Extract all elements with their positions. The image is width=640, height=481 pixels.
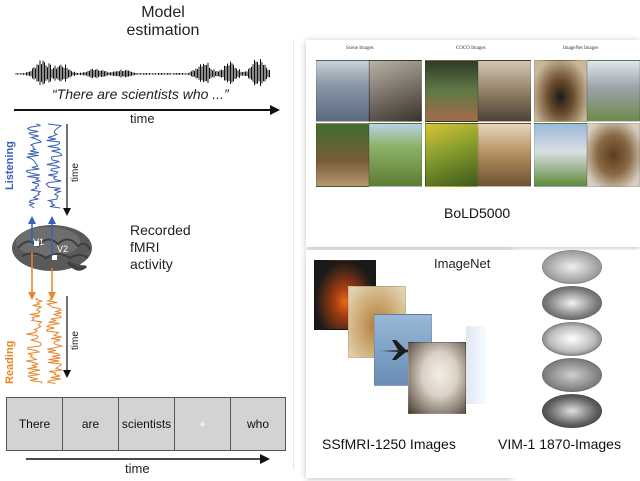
ssfmri-panel: ImageNet SSfMRI-1250 Images	[306, 250, 512, 478]
vim-image-swimmer	[542, 394, 602, 428]
vim-image-animal	[542, 358, 602, 392]
header-imagenet: ImageNet Images	[563, 46, 599, 51]
vim1-panel: VIM-1 1870-Images	[492, 250, 640, 478]
listening-label: Listening	[4, 141, 16, 190]
model-estimation-title: Model estimation	[108, 4, 218, 40]
title-line-2: estimation	[126, 22, 200, 39]
word-box-4: +	[174, 397, 231, 451]
time-label-bottom: time	[125, 461, 150, 476]
coco-image-bakery	[478, 123, 531, 187]
ssfmri-caption: SSfMRI-1250 Images	[322, 436, 456, 452]
coco-image-tennis	[425, 60, 478, 122]
recorded-fmri-label: Recorded fMRI activity	[130, 222, 191, 273]
vim-image-statue	[542, 286, 602, 320]
word-box-1: There	[6, 397, 63, 451]
audio-waveform	[14, 58, 280, 115]
vim-image-airplane	[542, 250, 602, 284]
time-label-reading: time	[70, 331, 81, 350]
time-arrow-bottom	[26, 454, 270, 464]
vertical-divider	[293, 40, 294, 470]
title-line-1: Model	[141, 4, 185, 21]
imagenet-label: ImageNet	[434, 256, 491, 271]
sentence-quote: “There are scientists who ...”	[52, 86, 229, 102]
scene-image-kitchen	[369, 60, 422, 122]
recorded-line-3: activity	[130, 256, 173, 272]
ssfmri-image-llama	[408, 342, 466, 414]
reading-label: Reading	[4, 340, 16, 384]
recorded-line-2: fMRI	[130, 239, 160, 255]
imagenet-image-bird	[587, 123, 640, 187]
brain-v2-label: V2	[57, 244, 69, 254]
listening-fmri-trace	[25, 123, 71, 216]
word-box-3: scientists	[118, 397, 175, 451]
scene-image-airplane-interior	[316, 60, 369, 122]
coco-image-fruit	[425, 123, 478, 187]
imagenet-image-observatory	[534, 123, 587, 187]
time-label-listening: time	[70, 163, 81, 182]
scene-image-playground	[316, 123, 369, 187]
reading-fmri-trace	[26, 296, 71, 384]
imagenet-image-teacup	[534, 60, 587, 122]
time-label-top: time	[130, 111, 155, 126]
coco-image-room	[478, 60, 531, 122]
bold5000-panel: Scene Images COCO Images ImageNet Images…	[306, 40, 640, 247]
recorded-line-1: Recorded	[130, 222, 191, 238]
vim-caption: VIM-1 1870-Images	[498, 436, 621, 452]
word-box-2: are	[62, 397, 119, 451]
scene-image-vineyard	[369, 123, 422, 187]
projection-shape	[466, 326, 486, 404]
word-box-5: who	[230, 397, 286, 451]
imagenet-image-husky	[587, 60, 640, 122]
vim-image-car	[542, 322, 602, 356]
header-coco: COCO Images	[456, 46, 486, 51]
bold5000-caption: BoLD5000	[444, 205, 511, 221]
header-scene: Scene Images	[346, 46, 374, 51]
brain-v1-label: V1	[33, 237, 45, 247]
brain-connection-arrows	[28, 216, 56, 300]
